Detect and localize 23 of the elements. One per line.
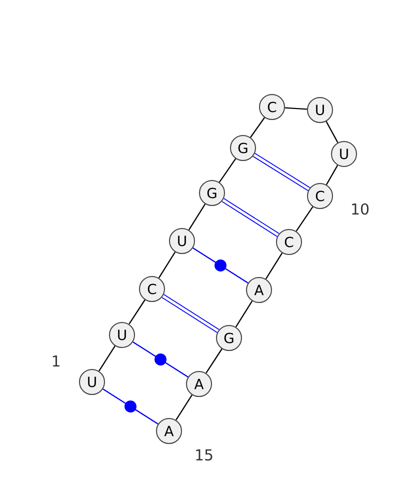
position-number: 10 <box>352 203 369 215</box>
backbone-line <box>284 107 308 110</box>
backbone-line <box>235 300 253 328</box>
position-number: 15 <box>196 449 212 461</box>
backbone-line <box>158 252 176 278</box>
backbone-line <box>98 346 116 372</box>
backbone-line <box>175 394 193 420</box>
backbone-line <box>128 300 146 324</box>
base-pair-line <box>252 153 310 191</box>
backbone-line <box>250 117 265 138</box>
backbone-line <box>218 158 236 183</box>
backbone-line <box>265 252 283 280</box>
backbone-line <box>188 204 206 230</box>
base-pair-line <box>132 341 188 378</box>
base-pair-line <box>222 198 280 237</box>
base-pair-line <box>192 247 248 284</box>
base-pair-line <box>102 388 158 425</box>
backbone-line <box>296 206 314 232</box>
backbone-line <box>326 164 338 185</box>
backbone-line <box>326 121 338 143</box>
base-pair-line <box>162 294 220 333</box>
backbone-line <box>206 348 222 374</box>
position-number: 1 <box>52 356 60 366</box>
